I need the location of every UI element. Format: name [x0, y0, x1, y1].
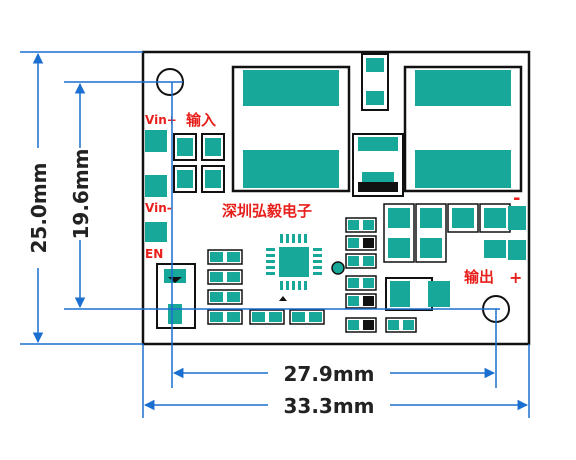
dimension-lines [20, 51, 530, 418]
dim-text-outer-width: 33.3mm [283, 394, 374, 418]
en-component-pad-top [164, 269, 186, 283]
label-input: 输入 [186, 111, 216, 129]
inductor-right-pad-bottom [415, 150, 511, 188]
out-cap-pad-6 [420, 238, 442, 258]
input-cap-1-pad [177, 138, 193, 156]
inductor-left-pad-top [243, 70, 339, 106]
top-mid-pad-2 [366, 91, 384, 105]
out-cap-outline-1 [383, 203, 415, 263]
inductor-left-pad-bottom [243, 150, 339, 188]
label-vin-plus: Vin+ [145, 113, 177, 127]
dim-text-inner-height: 19.6mm [69, 148, 93, 239]
pad-vin-minus [145, 175, 167, 197]
label-en: EN [145, 247, 163, 261]
out-cap-outline-3 [447, 203, 479, 233]
label-vin-minus: Vin- [145, 201, 172, 215]
out-cap-pad-4 [484, 208, 506, 228]
inductor-right-pad-top [415, 70, 511, 106]
diode-pad-mid [362, 172, 394, 182]
pad-vout-plus [508, 240, 526, 260]
pad-vin-plus [145, 130, 167, 152]
pcb-board: Vin+ Vin- EN 输入 深圳弘毅电子 输出 + - [141, 50, 531, 346]
input-cap-2-pad [205, 138, 221, 156]
resistor-stack [345, 217, 417, 333]
label-output: 输出 [464, 268, 494, 286]
dim-text-inner-width: 27.9mm [283, 362, 374, 386]
out-cap-pad-5 [388, 238, 410, 258]
diode-pad-top [358, 137, 398, 151]
test-point [331, 261, 345, 275]
dim-text-outer-height: 25.0mm [27, 162, 51, 253]
left-passive-stack [207, 249, 325, 325]
out-cap-pad-7 [484, 240, 506, 258]
label-output-minus: - [513, 188, 520, 209]
out-cap-pad-1 [388, 208, 410, 228]
out-cap-pad-2 [420, 208, 442, 228]
label-output-plus: + [509, 268, 522, 287]
output-diode-pad-1 [390, 281, 410, 307]
out-cap-pad-3 [452, 208, 474, 228]
label-company: 深圳弘毅电子 [222, 202, 312, 220]
qfn-ic [266, 234, 322, 301]
output-diode-pad-2 [428, 281, 450, 307]
out-cap-outline-2 [415, 203, 447, 263]
en-component-pad-bottom [168, 304, 182, 324]
diode-band [358, 182, 398, 192]
input-cap-3-pad [177, 170, 193, 188]
top-mid-pad-1 [366, 58, 384, 72]
pad-en [145, 222, 167, 242]
pad-vout-minus [508, 206, 526, 230]
input-cap-4-pad [205, 170, 221, 188]
